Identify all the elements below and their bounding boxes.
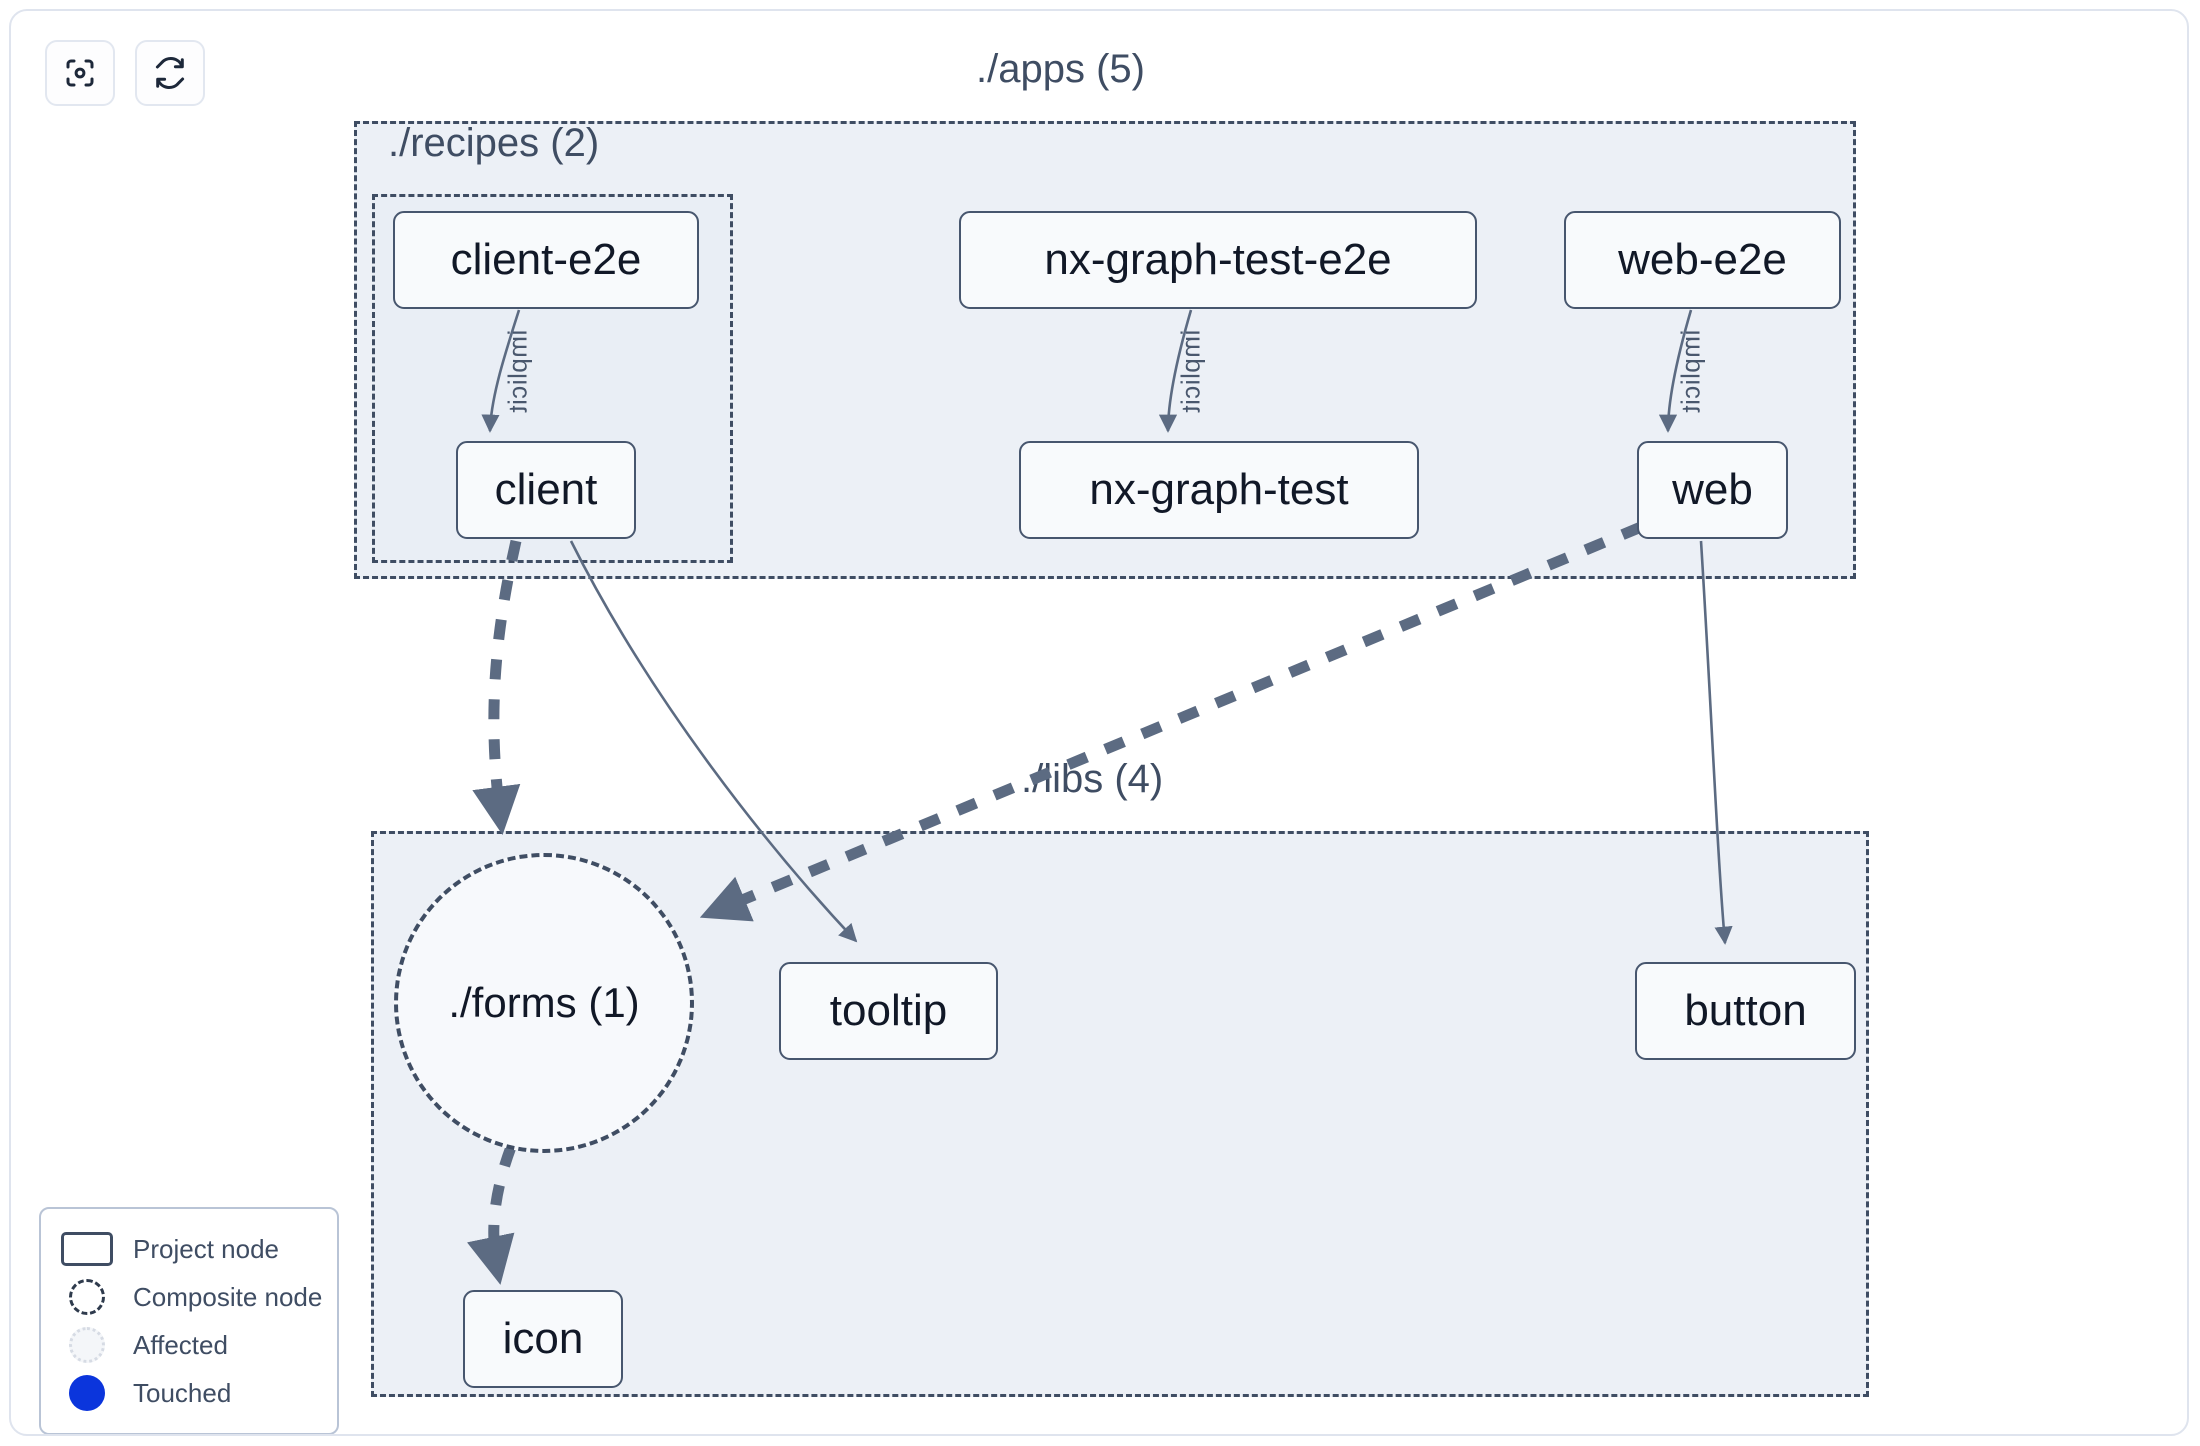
edge-label-nx-graph-test-e2e-nx-graph-test: implicit (1175, 329, 1206, 414)
graph-toolbar (45, 40, 205, 106)
node-nx-graph-test-e2e[interactable]: nx-graph-test-e2e (959, 211, 1477, 309)
composite-node-swatch (59, 1279, 115, 1315)
node-label: client (494, 465, 598, 514)
node-label: client-e2e (450, 235, 642, 284)
edge-client-to-forms (472, 539, 522, 835)
node-label: nx-graph-test-e2e (1044, 235, 1392, 284)
group-label-recipes: ./recipes (2) (388, 121, 600, 165)
legend-item-affected: Affected (59, 1321, 319, 1369)
legend-label: Affected (133, 1330, 228, 1360)
node-label: button (1684, 986, 1807, 1035)
project-node-swatch (59, 1232, 115, 1266)
node-label: web (1672, 465, 1753, 514)
legend-item-touched: Touched (59, 1369, 319, 1417)
group-label-apps: ./apps (5) (976, 47, 1145, 91)
composite-node-forms[interactable]: ./forms (1) (394, 853, 694, 1153)
node-web-e2e[interactable]: web-e2e (1564, 211, 1841, 309)
node-client[interactable]: client (456, 441, 636, 539)
edge-label-web-e2e-web: implicit (1675, 329, 1706, 414)
node-button[interactable]: button (1635, 962, 1856, 1060)
focus-viewfinder-icon (62, 55, 98, 91)
legend-item-composite-node: Composite node (59, 1273, 323, 1321)
node-label: icon (502, 1314, 584, 1363)
refresh-graph-button[interactable] (135, 40, 205, 106)
node-web[interactable]: web (1637, 441, 1788, 539)
node-nx-graph-test[interactable]: nx-graph-test (1019, 441, 1419, 539)
graph-canvas-card: ./apps (5) ./recipes (2) ./libs (4) (9, 9, 2189, 1436)
node-client-e2e[interactable]: client-e2e (393, 211, 699, 309)
node-icon[interactable]: icon (463, 1290, 623, 1388)
group-label-libs: ./libs (4) (1021, 757, 1164, 801)
node-label: tooltip (829, 986, 948, 1035)
node-tooltip[interactable]: tooltip (779, 962, 998, 1060)
legend-label: Composite node (133, 1282, 323, 1312)
node-label: nx-graph-test (1089, 465, 1349, 514)
legend-label: Touched (133, 1378, 232, 1408)
edge-label-client-e2e-client: implicit (502, 329, 533, 414)
legend-label: Project node (133, 1234, 279, 1264)
node-label: web-e2e (1618, 235, 1787, 284)
affected-swatch (59, 1327, 115, 1363)
touched-swatch (59, 1375, 115, 1411)
legend-item-project-node: Project node (59, 1225, 319, 1273)
refresh-icon (152, 55, 188, 91)
focus-graph-button[interactable] (45, 40, 115, 106)
graph-legend: Project node Composite node Affected Tou… (39, 1207, 339, 1434)
composite-node-label: ./forms (1) (448, 979, 640, 1026)
